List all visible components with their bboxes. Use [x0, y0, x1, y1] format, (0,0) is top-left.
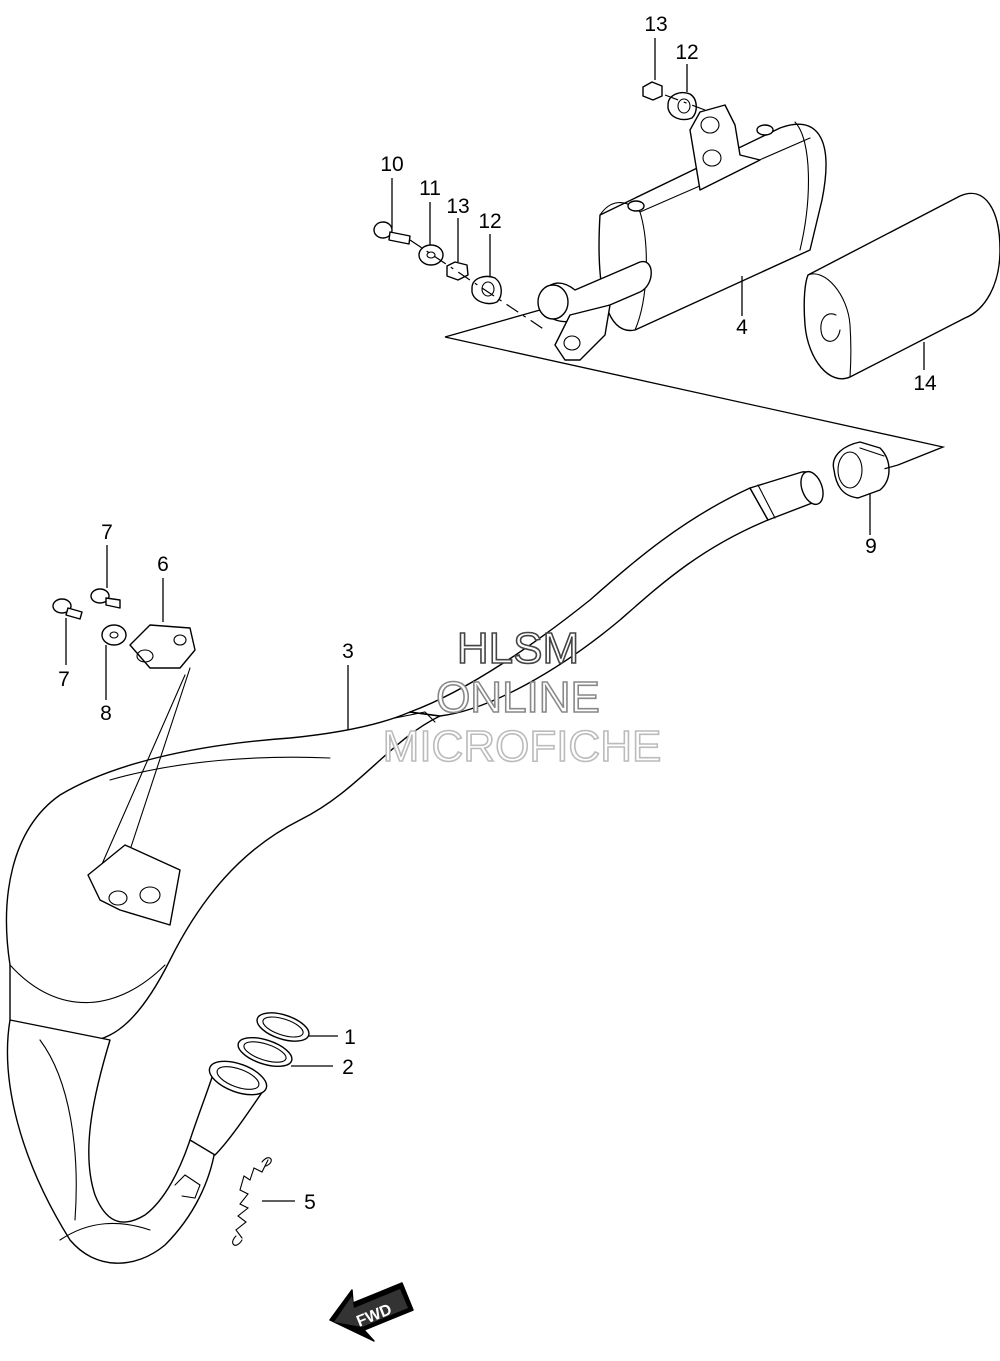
callout-12-upper: 12	[675, 41, 698, 64]
fwd-arrow-icon: FWD	[329, 1282, 414, 1342]
callout-labels: 13 12 10 11 13 12 4 14 9 7 6 7 8 3 1 2 5	[58, 13, 937, 1214]
watermark: HLSM ONLINE MICROFICHE	[382, 623, 662, 772]
callout-13-lower: 13	[446, 195, 469, 218]
watermark-line-2: ONLINE	[436, 673, 600, 722]
callout-2: 2	[342, 1056, 354, 1079]
bolt-part-10[interactable]	[373, 221, 411, 245]
assembly-guide-lines	[409, 94, 946, 471]
gasket-part-2[interactable]	[235, 1032, 296, 1072]
callout-12-lower: 12	[478, 210, 501, 233]
exhaust-pipe-part-3[interactable]	[5, 469, 828, 1264]
leader-lines	[65, 38, 925, 1202]
grommet-part-12-upper[interactable]	[667, 91, 697, 121]
bracket-part-6[interactable]	[87, 624, 196, 926]
callout-4: 4	[736, 316, 748, 339]
collar-part-13-lower[interactable]	[446, 261, 469, 281]
spring-part-5[interactable]	[232, 1157, 272, 1246]
collar-part-13-upper[interactable]	[642, 81, 663, 101]
callout-1: 1	[344, 1026, 356, 1049]
gasket-part-1[interactable]	[254, 1007, 313, 1047]
callout-13-upper: 13	[644, 13, 667, 36]
grommet-part-12-lower[interactable]	[471, 275, 502, 305]
callout-14: 14	[913, 372, 937, 395]
joint-gasket-part-9[interactable]	[832, 441, 890, 499]
callout-10: 10	[380, 153, 403, 176]
callout-5: 5	[304, 1191, 316, 1214]
callout-6: 6	[157, 553, 169, 576]
callout-11: 11	[419, 177, 441, 200]
watermark-line-3: MICROFICHE	[383, 722, 662, 771]
bolt-part-7-lower[interactable]	[52, 598, 83, 620]
callout-3: 3	[342, 640, 354, 663]
callout-9: 9	[865, 535, 877, 558]
bolt-part-7-upper[interactable]	[90, 588, 121, 609]
watermark-line-1: HLSM	[457, 624, 579, 673]
callout-7-upper: 7	[101, 521, 113, 544]
washer-part-11[interactable]	[418, 244, 444, 266]
callout-8: 8	[100, 702, 112, 725]
callout-7-lower: 7	[58, 668, 70, 691]
muffler-packing-part-14[interactable]	[803, 192, 1000, 380]
muffler-part-4[interactable]	[537, 104, 827, 361]
washer-part-8[interactable]	[101, 624, 127, 646]
